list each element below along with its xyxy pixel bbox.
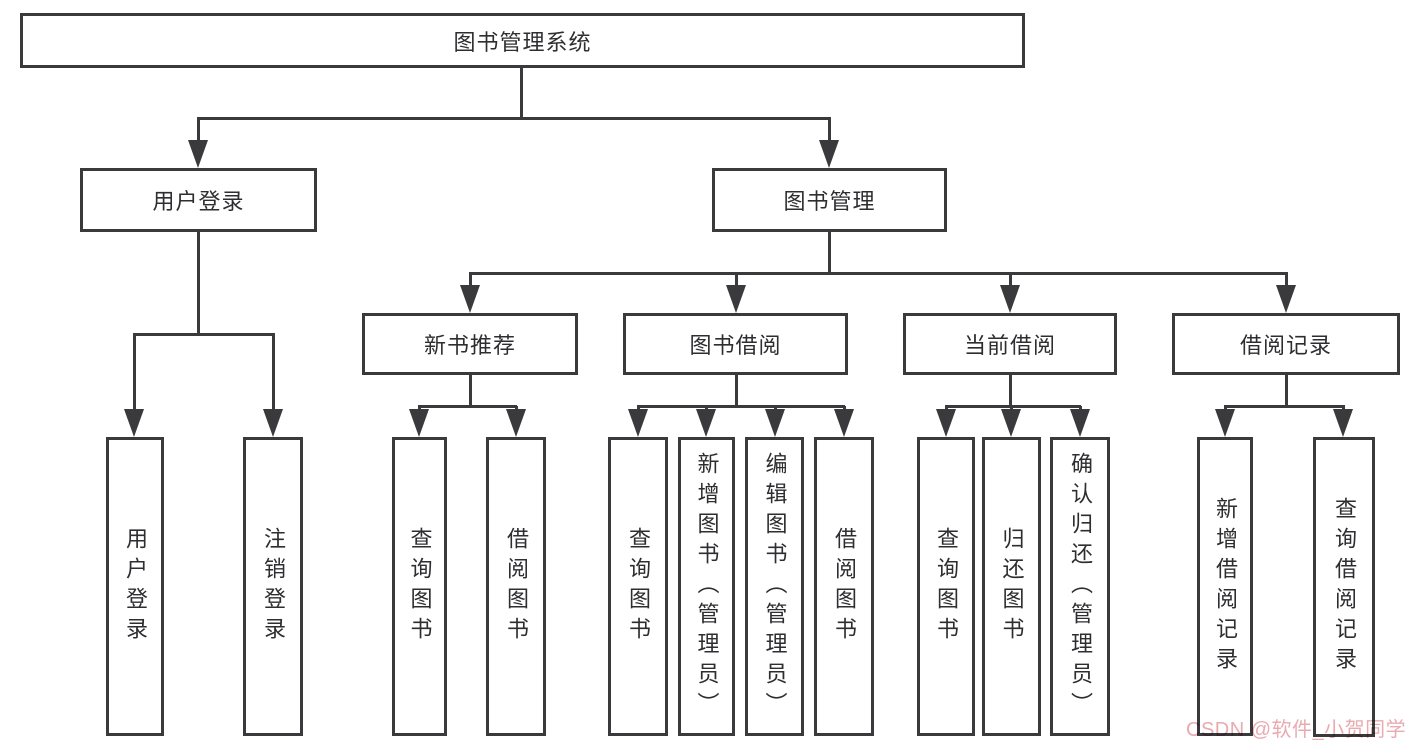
arrow-down-icon [819, 140, 839, 168]
arrow-down-icon [1215, 409, 1235, 437]
connector-line-vertical [1009, 375, 1012, 407]
arrow-down-icon [628, 409, 648, 437]
leaf-query-book-recommend: 查询图书 [392, 437, 447, 736]
leaf-logout: 注销登录 [243, 437, 303, 736]
node-user-login: 用户登录 [80, 168, 317, 232]
arrow-down-icon [460, 285, 480, 313]
leaf-user-login: 用户登录 [106, 437, 164, 736]
arrow-stem [828, 118, 831, 144]
arrow-down-icon [1070, 409, 1090, 437]
leaf-query-borrow-record-label: 查询借阅记录 [1332, 497, 1357, 677]
arrow-down-icon [765, 409, 785, 437]
node-new-book-recommend: 新书推荐 [362, 313, 578, 375]
leaf-confirm-return-admin: 确认归还（管理员） [1050, 437, 1110, 736]
leaf-edit-book-admin-label: 编辑图书（管理员） [762, 451, 788, 722]
node-book-management-label: 图书管理 [783, 189, 876, 214]
leaf-edit-book-admin: 编辑图书（管理员） [745, 437, 804, 736]
connector-line-vertical [520, 68, 523, 119]
connector-line-horizontal [1224, 405, 1345, 408]
node-root: 图书管理系统 [20, 13, 1025, 68]
leaf-query-book-borrow: 查询图书 [608, 437, 668, 736]
leaf-confirm-return-admin-label: 确认归还（管理员） [1068, 451, 1093, 722]
node-book-management: 图书管理 [712, 168, 947, 232]
arrow-stem [133, 334, 136, 413]
connector-line-horizontal [418, 405, 517, 408]
connector-line-vertical [197, 232, 200, 336]
connector-line-horizontal [469, 272, 1288, 275]
connector-line-horizontal [197, 117, 831, 120]
leaf-borrow-book-recommend: 借阅图书 [486, 437, 546, 736]
arrow-stem [735, 273, 738, 289]
node-book-borrow: 图书借阅 [623, 313, 848, 375]
connector-line-horizontal [133, 333, 275, 336]
connector-line-horizontal [945, 405, 1081, 408]
arrow-down-icon [1333, 409, 1353, 437]
arrow-stem [469, 273, 472, 289]
leaf-return-book-label: 归还图书 [999, 526, 1025, 647]
node-current-borrow-label: 当前借阅 [963, 333, 1056, 358]
arrow-stem [272, 334, 275, 413]
leaf-return-book: 归还图书 [982, 437, 1041, 736]
arrow-down-icon [263, 409, 283, 437]
arrow-down-icon [124, 409, 144, 437]
leaf-add-book-admin: 新增图书（管理员） [678, 437, 735, 736]
leaf-add-borrow-record-label: 新增借阅记录 [1213, 496, 1238, 677]
arrow-down-icon [188, 140, 208, 168]
connector-line-vertical [1285, 375, 1288, 407]
node-borrow-records: 借阅记录 [1172, 313, 1400, 375]
arrow-stem [197, 118, 200, 144]
arrow-down-icon [506, 409, 526, 437]
arrow-down-icon [696, 409, 716, 437]
node-user-login-label: 用户登录 [152, 189, 245, 214]
arrow-down-icon [726, 285, 746, 313]
arrow-down-icon [1276, 285, 1296, 313]
arrow-stem [1009, 273, 1012, 289]
leaf-add-book-admin-label: 新增图书（管理员） [694, 451, 720, 722]
arrow-down-icon [409, 409, 429, 437]
leaf-user-login-label: 用户登录 [123, 526, 148, 647]
node-borrow-records-label: 借阅记录 [1239, 333, 1332, 358]
arrow-down-icon [1000, 285, 1020, 313]
arrow-down-icon [936, 409, 956, 437]
leaf-query-book-current-label: 查询图书 [934, 526, 959, 647]
connector-line-vertical [469, 375, 472, 407]
node-root-label: 图书管理系统 [453, 29, 592, 55]
arrow-down-icon [1001, 409, 1021, 437]
arrow-down-icon [834, 409, 854, 437]
connector-line-horizontal [637, 405, 845, 408]
connector-line-vertical [735, 375, 738, 407]
connector-line-vertical [828, 232, 831, 275]
node-book-borrow-label: 图书借阅 [689, 333, 782, 358]
arrow-stem [1285, 273, 1288, 289]
leaf-query-borrow-record: 查询借阅记录 [1313, 437, 1375, 737]
leaf-borrow-book-label: 借阅图书 [832, 526, 857, 647]
leaf-query-book-recommend-label: 查询图书 [407, 526, 433, 647]
leaf-borrow-book-recommend-label: 借阅图书 [504, 526, 529, 647]
leaf-logout-label: 注销登录 [261, 526, 286, 647]
node-new-book-recommend-label: 新书推荐 [423, 333, 516, 358]
leaf-add-borrow-record: 新增借阅记录 [1197, 437, 1253, 736]
leaf-borrow-book: 借阅图书 [814, 437, 874, 736]
csdn-watermark: CSDN @软件_小贺同学 [1186, 719, 1405, 741]
leaf-query-book-current: 查询图书 [917, 437, 975, 736]
leaf-query-book-borrow-label: 查询图书 [626, 526, 651, 647]
node-current-borrow: 当前借阅 [903, 313, 1117, 375]
